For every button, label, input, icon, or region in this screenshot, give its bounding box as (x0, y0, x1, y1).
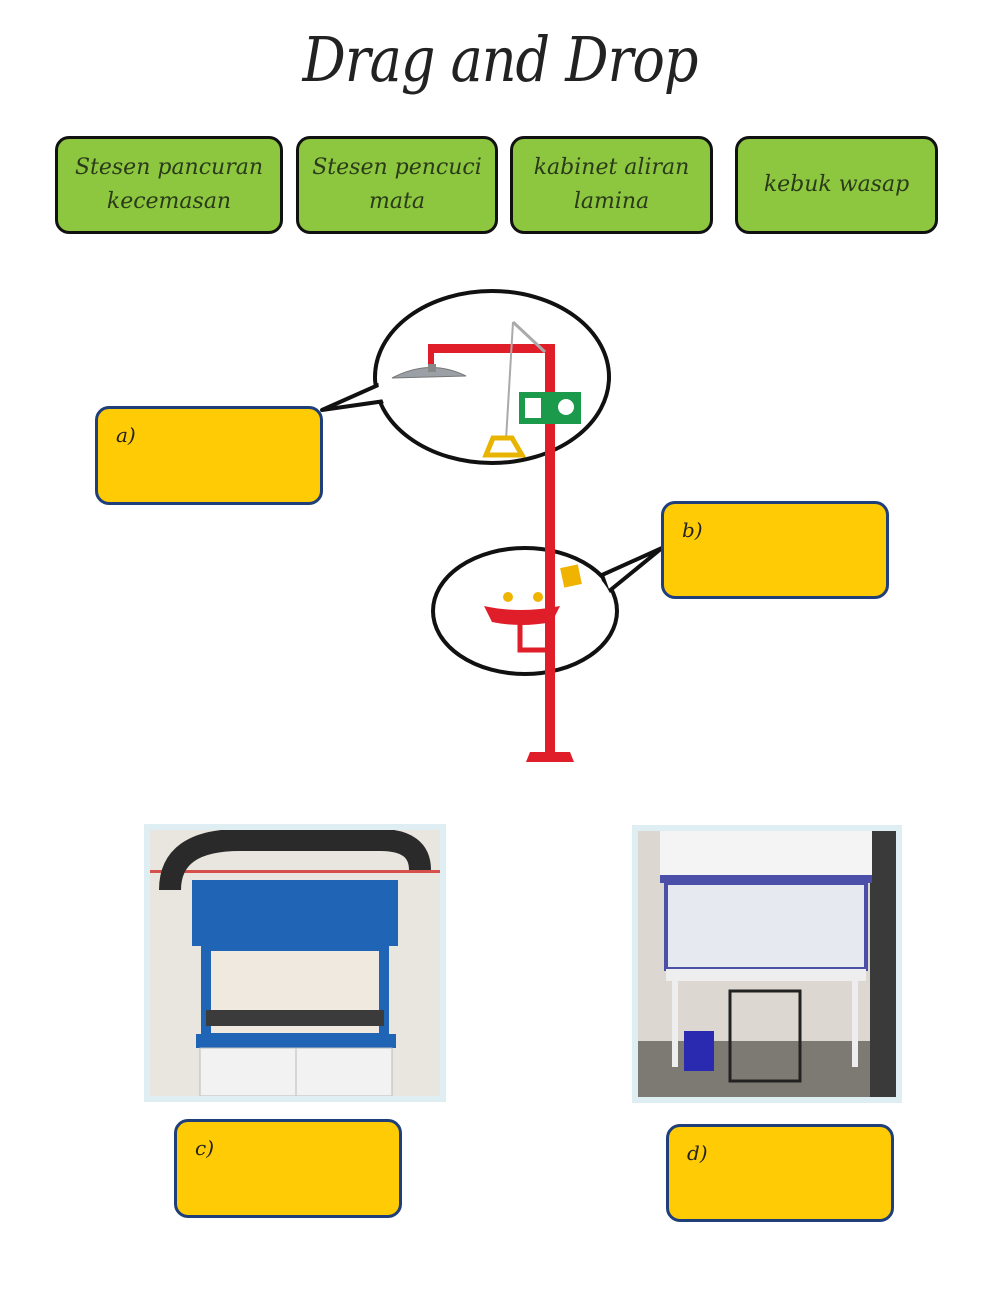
drop-target-label: a) (116, 423, 136, 447)
laminar-flow-cabinet-photo (632, 825, 902, 1103)
shower-eyewash-illustration (320, 289, 664, 762)
choice-label-line1: kabinet aliran (533, 155, 690, 180)
drop-target-c[interactable]: c) (174, 1119, 402, 1218)
choice-label-line2: kecemasan (106, 189, 232, 214)
page-title: Drag and Drop (302, 23, 699, 96)
choice-tile-fume-hood[interactable]: kebuk wasap (735, 136, 938, 234)
drop-target-a[interactable]: a) (95, 406, 323, 505)
shower-pole (545, 345, 555, 753)
choice-label-line1: Stesen pancuran (74, 155, 264, 180)
choice-label-line2: lamina (573, 189, 650, 214)
drop-target-label: d) (687, 1141, 708, 1165)
choice-tile-eye-wash[interactable]: Stesen pencuci mata (296, 136, 498, 234)
fume-hood-photo (144, 824, 446, 1102)
drop-target-label: b) (682, 518, 703, 542)
choice-tile-emergency-shower[interactable]: Stesen pancuran kecemasan (55, 136, 283, 234)
pull-handle-icon (482, 435, 527, 458)
choice-label-line1: kebuk wasap (763, 172, 910, 197)
choice-label-line1: Stesen pencuci (312, 155, 482, 180)
drop-target-d[interactable]: d) (666, 1124, 894, 1222)
drop-target-label: c) (195, 1136, 215, 1160)
choice-label-line2: mata (369, 189, 425, 214)
drop-target-b[interactable]: b) (661, 501, 889, 599)
choice-tile-laminar-cabinet[interactable]: kabinet aliran lamina (510, 136, 713, 234)
